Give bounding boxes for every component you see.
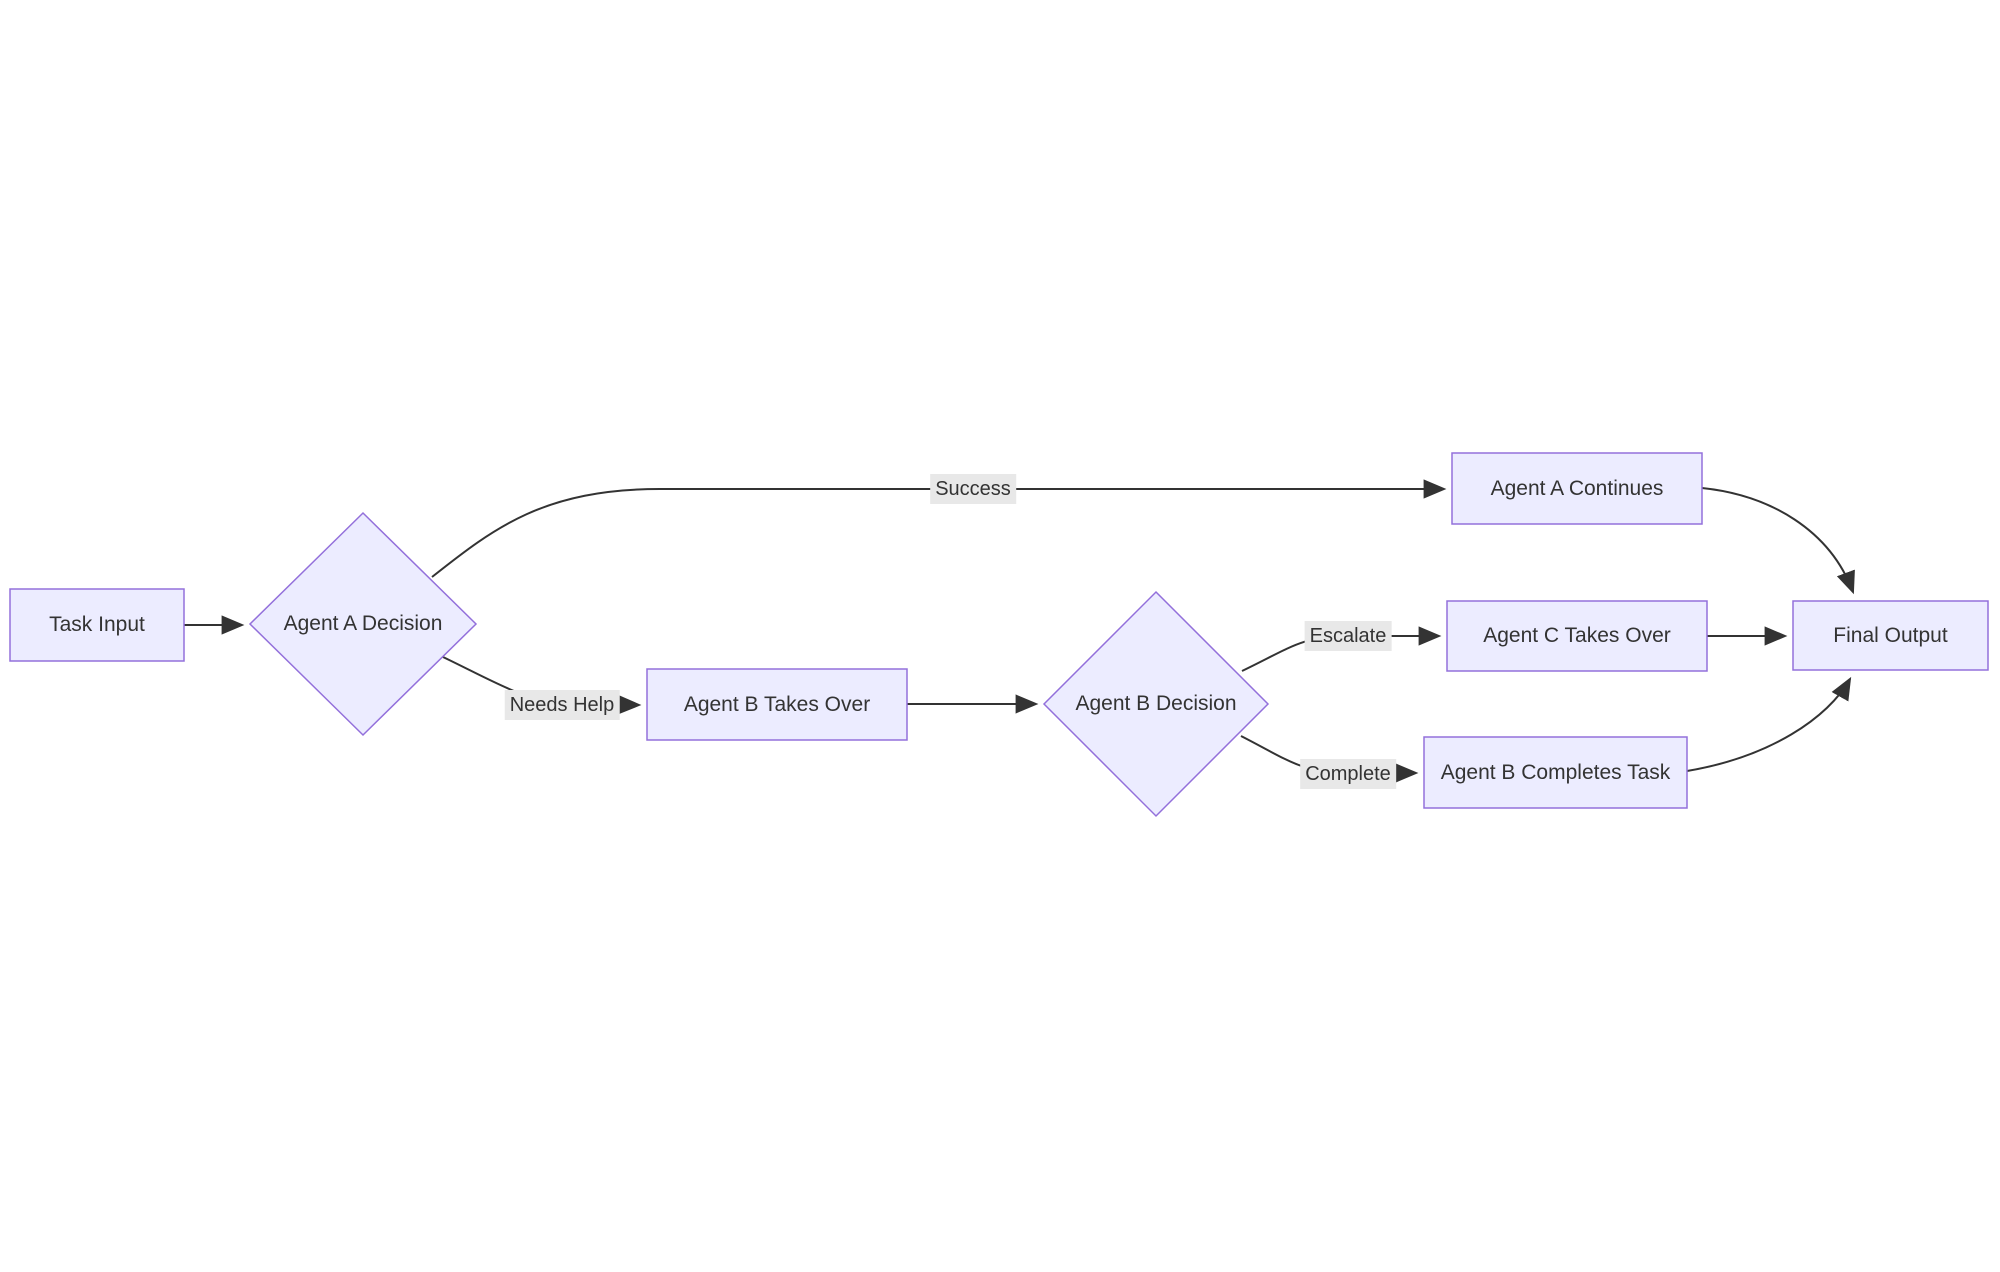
edge-agent-a-decision-to-agent-a-continues xyxy=(431,479,1447,578)
edge-label-complete: Complete xyxy=(1300,759,1396,789)
node-agent-b-takes-over-shape xyxy=(646,668,908,741)
edge-label-escalate: Escalate xyxy=(1304,621,1392,651)
node-agent-b-decision-shape xyxy=(1042,590,1270,818)
node-agent-b-completes-task-shape xyxy=(1423,736,1688,809)
edge-label-success: Success xyxy=(930,474,1016,504)
node-agent-a-decision-shape xyxy=(248,511,478,737)
node-agent-a-continues-shape xyxy=(1451,452,1703,525)
node-task-input-shape xyxy=(9,588,185,662)
node-final-output-shape xyxy=(1792,600,1989,671)
edge-agent-a-continues-to-final-output xyxy=(1701,487,1855,595)
edge-label-needs-help: Needs Help xyxy=(504,690,620,720)
edge-agent-b-completes-task-to-final-output xyxy=(1686,676,1852,772)
node-agent-c-takes-over-shape xyxy=(1446,600,1708,672)
